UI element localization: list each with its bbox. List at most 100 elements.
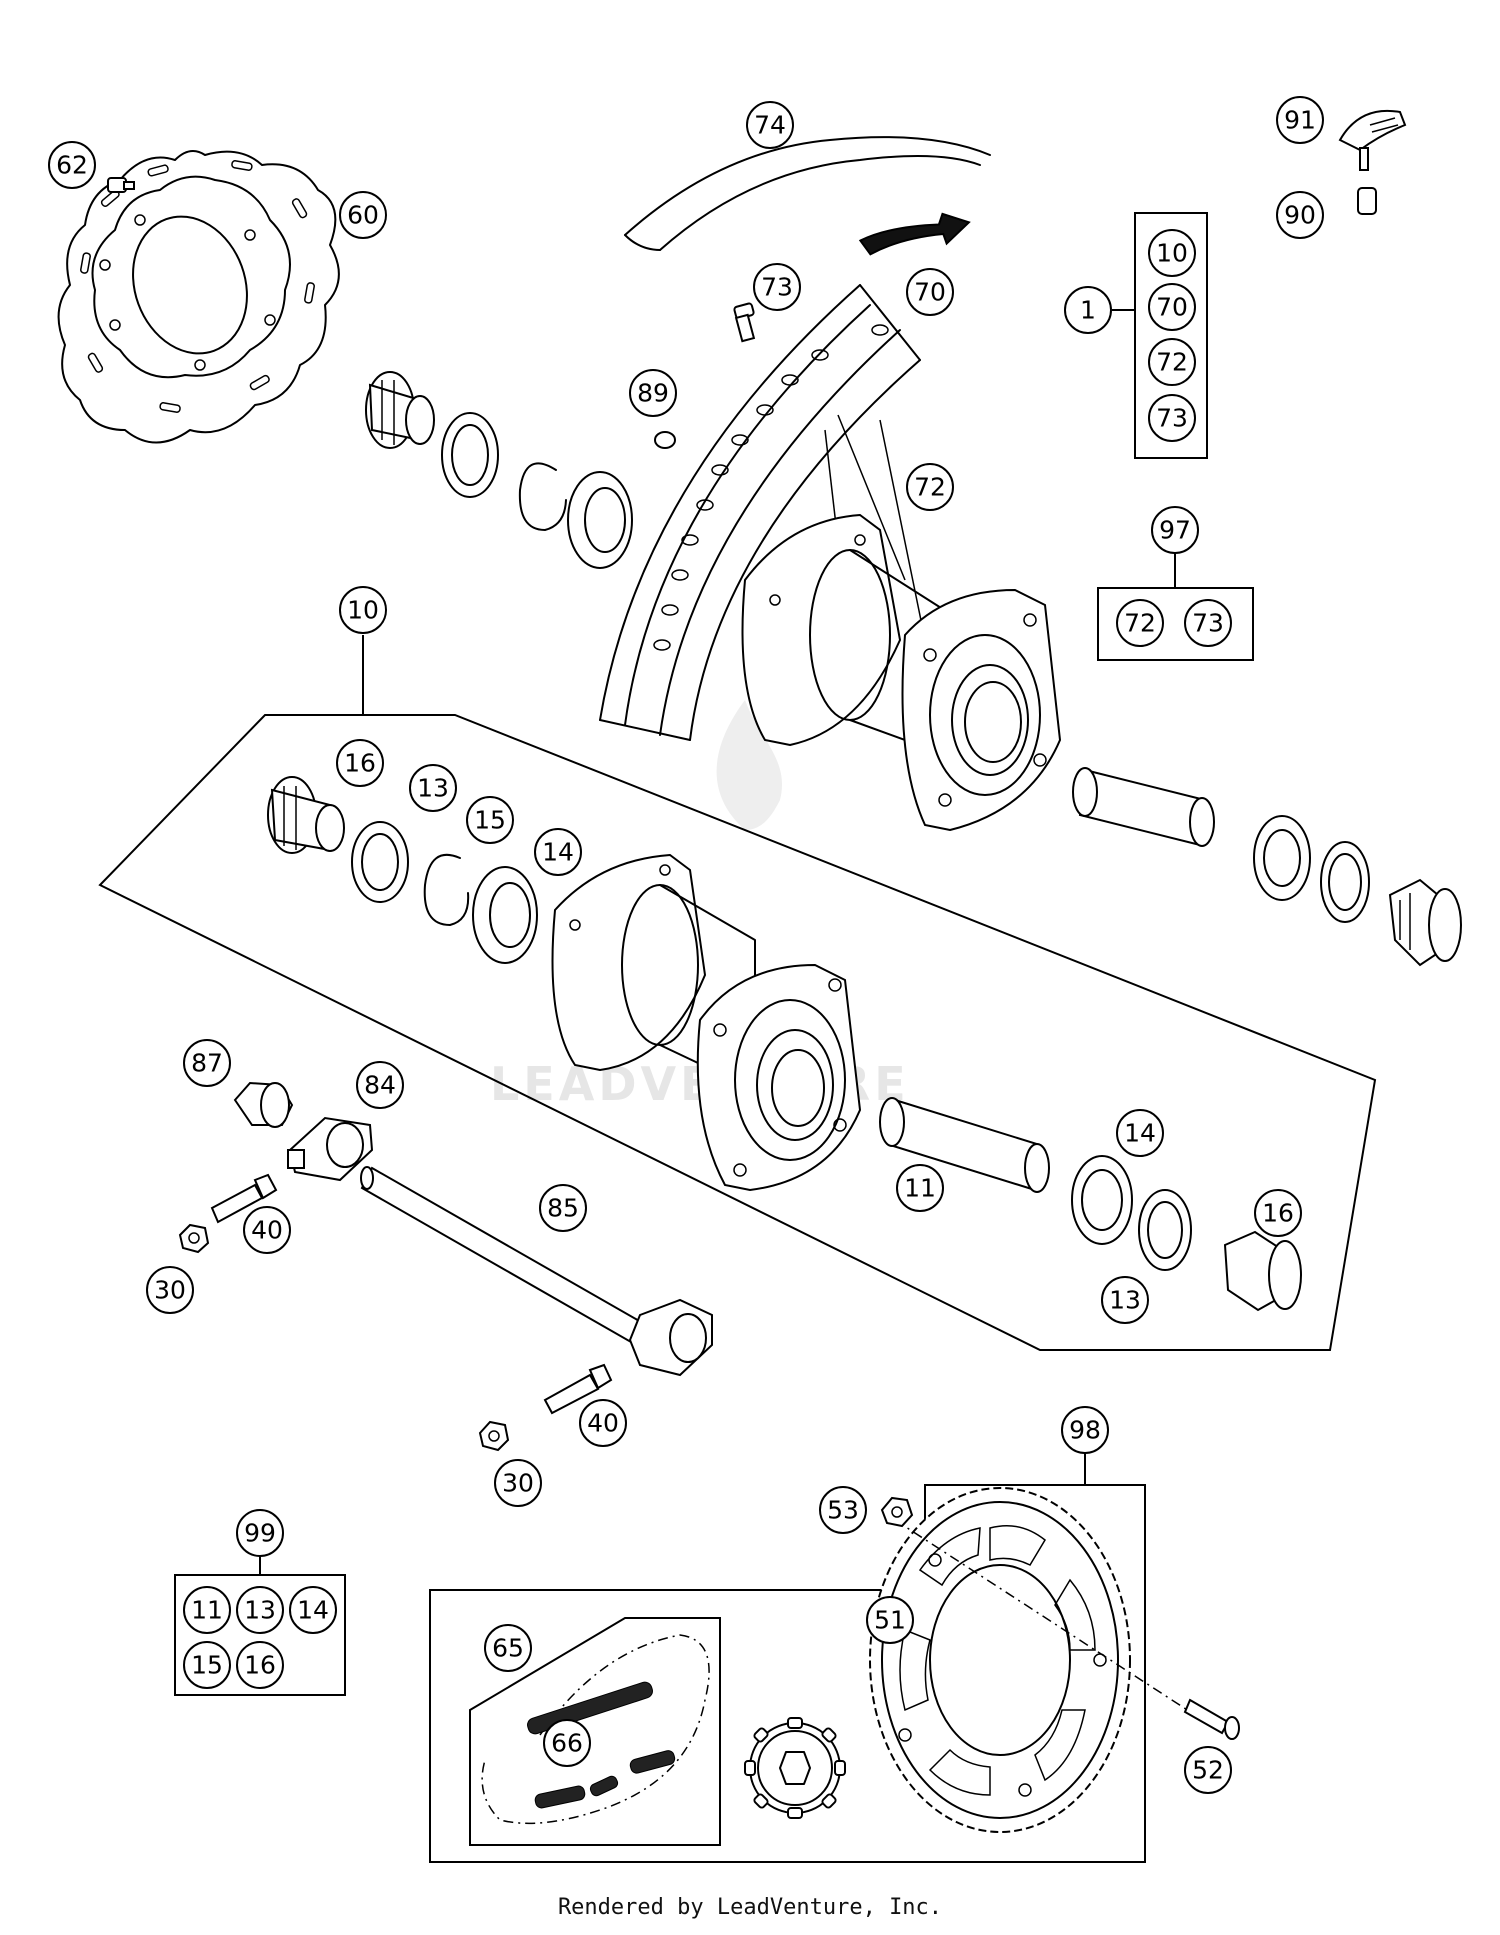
callout-circle: [1184, 599, 1232, 647]
callout-14: 14: [534, 828, 582, 876]
callout-circle: [243, 1206, 291, 1254]
callout-number: 1: [1080, 296, 1096, 325]
callout-number: 65: [492, 1634, 524, 1663]
adjuster-bolt-left: [210, 1173, 278, 1224]
callout-70: 70: [906, 268, 954, 316]
callout-circle: [819, 1486, 867, 1534]
bushing-upper-left: [365, 371, 435, 449]
callout-72: 72: [906, 463, 954, 511]
direction-arrow: [858, 212, 971, 256]
callout-97: 97: [1151, 506, 1199, 554]
callout-number: 40: [251, 1216, 283, 1245]
callout-number: 14: [542, 838, 574, 867]
callout-number: 11: [191, 1596, 223, 1625]
callout-number: 87: [191, 1049, 223, 1078]
callout-circle: [1064, 286, 1112, 334]
callout-87: 87: [183, 1039, 231, 1087]
callout-53: 53: [819, 1486, 867, 1534]
callout-circle: [896, 1164, 944, 1212]
disc-bolt: [107, 177, 135, 193]
callout-number: 85: [547, 1194, 579, 1223]
rim: [599, 284, 921, 741]
callout-14: 14: [1116, 1109, 1164, 1157]
callout-52: 52: [1184, 1746, 1232, 1794]
seal-upper-left: [441, 412, 499, 498]
valve-cap: [1338, 109, 1407, 171]
callout-98: 98: [1061, 1406, 1109, 1454]
callout-66: 66: [543, 1719, 591, 1767]
callout-number: 62: [56, 151, 88, 180]
callout-circle: [183, 1641, 231, 1689]
bushing-lower-left: [267, 776, 345, 854]
callout-number: 30: [502, 1469, 534, 1498]
adjuster-nut-right: [478, 1420, 510, 1452]
rim-plug: [654, 431, 676, 449]
callout-circle: [356, 1061, 404, 1109]
callout-70: 70: [1148, 283, 1196, 331]
callout-11: 11: [896, 1164, 944, 1212]
callout-13: 13: [1101, 1276, 1149, 1324]
hub-lower: [551, 853, 862, 1192]
callout-circle: [1116, 1109, 1164, 1157]
callout-73: 73: [1184, 599, 1232, 647]
callout-14: 14: [289, 1586, 337, 1634]
callout-51: 51: [866, 1596, 914, 1644]
callout-circle: [866, 1596, 914, 1644]
bushing-lower-right: [1223, 1230, 1302, 1312]
callout-number: 70: [914, 278, 946, 307]
callout-circle: [1276, 191, 1324, 239]
callout-11: 11: [183, 1586, 231, 1634]
callout-number: 40: [587, 1409, 619, 1438]
callout-circle: [409, 764, 457, 812]
sprocket-bolt-axis: [894, 1519, 1196, 1716]
callout-30: 30: [146, 1266, 194, 1314]
callout-circle: [48, 141, 96, 189]
callout-number: 13: [1109, 1286, 1141, 1315]
callout-15: 15: [183, 1641, 231, 1689]
chain-kit-frame: [469, 1617, 721, 1846]
callout-number: 10: [1156, 239, 1188, 268]
callout-number: 99: [244, 1519, 276, 1548]
callout-85: 85: [539, 1184, 587, 1232]
bearing-lower-left: [472, 866, 538, 964]
callout-circle: [466, 796, 514, 844]
callout-number: 70: [1156, 293, 1188, 322]
callout-number: 89: [637, 379, 669, 408]
callout-number: 60: [347, 201, 379, 230]
spacer-lower: [879, 1097, 1050, 1193]
callout-89: 89: [629, 369, 677, 417]
callout-16: 16: [1254, 1189, 1302, 1237]
adjuster-nut-left: [178, 1223, 210, 1254]
callout-number: 52: [1192, 1756, 1224, 1785]
front-sprocket: [744, 1717, 846, 1819]
bushing-upper-right: [1388, 878, 1462, 967]
callout-62: 62: [48, 141, 96, 189]
sprocket-nut: [880, 1496, 914, 1528]
callout-74: 74: [746, 101, 794, 149]
callout-73: 73: [1148, 394, 1196, 442]
callout-10: 10: [1148, 229, 1196, 277]
callout-number: 16: [244, 1651, 276, 1680]
callout-circle: [183, 1586, 231, 1634]
rim-valve: [733, 302, 756, 343]
callout-60: 60: [339, 191, 387, 239]
callout-circle: [1184, 1746, 1232, 1794]
callout-number: 11: [904, 1174, 936, 1203]
axle-nut: [233, 1081, 294, 1128]
callout-circle: [753, 263, 801, 311]
callout-91: 91: [1276, 96, 1324, 144]
spacer-upper: [1072, 767, 1215, 847]
callout-circle: [289, 1586, 337, 1634]
circlip-lower-left: [423, 853, 470, 926]
chain-adjuster-left: [287, 1116, 374, 1182]
adjuster-bolt-right: [543, 1363, 613, 1415]
callout-circle: [1276, 96, 1324, 144]
footer-credit: Rendered by LeadVenture, Inc.: [557, 1895, 943, 1920]
callout-99: 99: [236, 1509, 284, 1557]
callout-circle: [1148, 338, 1196, 386]
callout-number: 16: [344, 749, 376, 778]
bearing-upper-left: [567, 471, 633, 569]
callout-number: 51: [874, 1606, 906, 1635]
